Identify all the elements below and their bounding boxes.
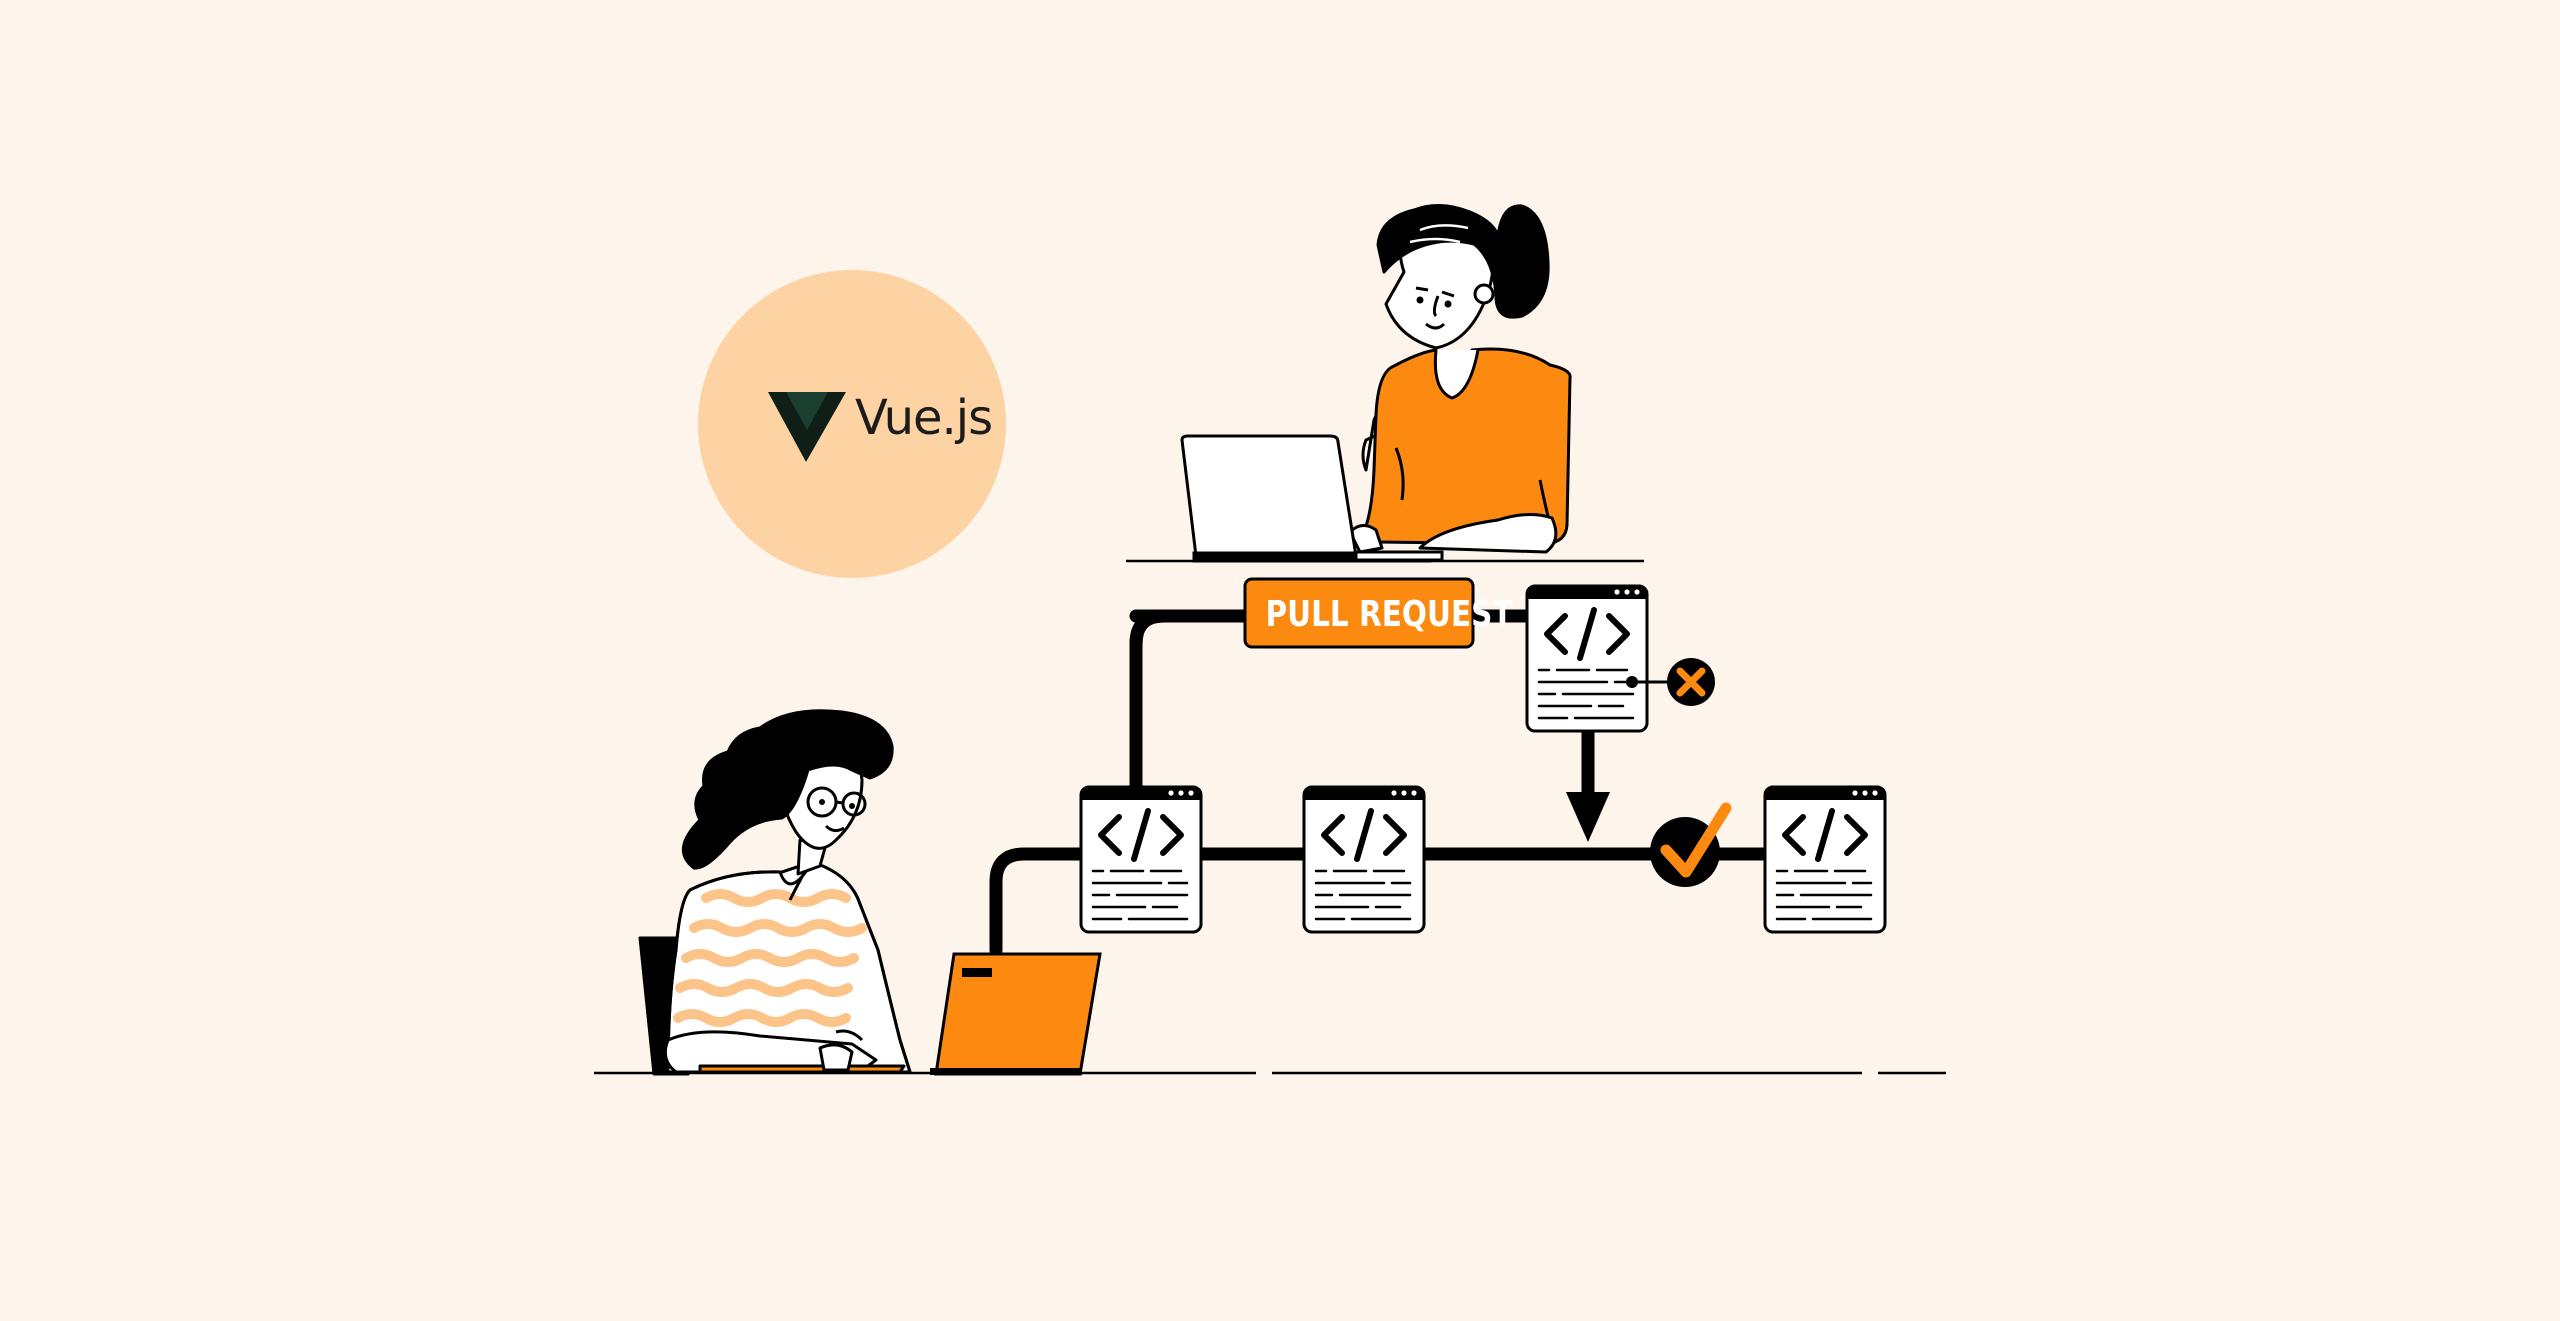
- approve-check-icon: [1650, 802, 1732, 887]
- logo-circle: [698, 270, 1006, 578]
- sitting-developer: [638, 709, 912, 1076]
- vue-logo-text: Vue.js: [855, 390, 993, 446]
- standing-developer: [1348, 204, 1572, 554]
- orange-laptop: [930, 952, 1102, 1076]
- vue-logo-icon: [768, 392, 846, 462]
- merge-arrow-icon: [1566, 792, 1610, 842]
- pull-request-badge: [1243, 577, 1475, 649]
- white-laptop: [1180, 434, 1444, 563]
- code-file-icon: [1081, 586, 1885, 932]
- reject-x-icon: [1626, 658, 1715, 706]
- pull-request-label: PULL REQUEST: [1265, 594, 1513, 635]
